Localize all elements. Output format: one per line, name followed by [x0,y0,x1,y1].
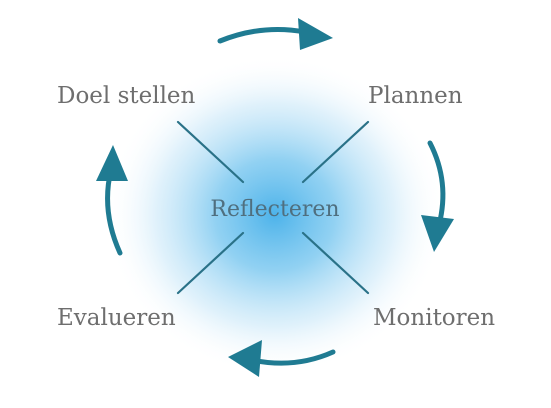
connector-top-left [176,120,245,184]
arrow-bottom-icon [249,349,336,366]
arrowhead-right-icon [421,215,454,252]
center-label: Reflecteren [210,197,339,222]
node-label-bottom-left: Evalueren [57,305,176,331]
arrowhead-left-icon [96,145,128,181]
arrowhead-bottom-icon [228,340,262,377]
arrowheads [96,18,454,377]
connector-bottom-right [301,231,370,295]
connector-bottom-left [176,231,245,295]
node-label-bottom-right: Monitoren [373,305,495,331]
arrowhead-top-icon [298,18,333,50]
connector-lines [176,120,370,295]
node-label-top-left: Doel stellen [57,83,196,109]
connector-top-right [301,120,370,184]
center-glow [105,55,445,375]
arrow-right-icon [427,140,446,228]
node-label-top-right: Plannen [368,83,463,109]
arrow-top-icon [217,26,308,44]
